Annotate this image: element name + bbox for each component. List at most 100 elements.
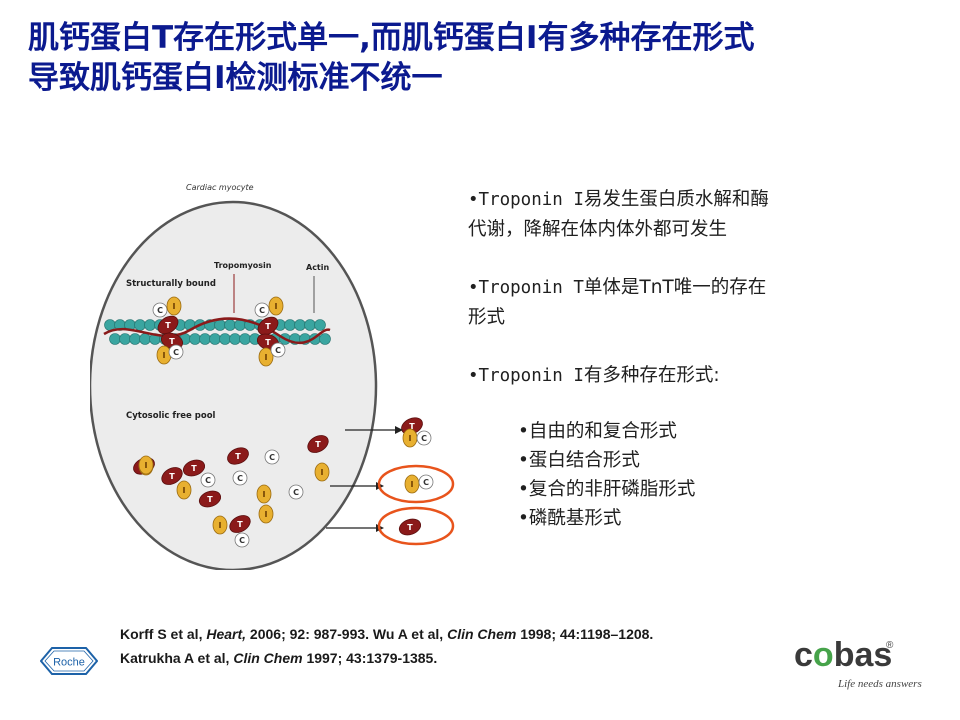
- reference-line-1: Korff S et al, Heart, 2006; 92: 987-993.…: [120, 626, 654, 642]
- troponin-c-subunit: [168, 344, 184, 360]
- svg-text:Roche: Roche: [53, 657, 85, 669]
- actin-bead: [314, 319, 326, 331]
- cell-label: Cardiac myocyte: [186, 183, 254, 192]
- troponin-c-subunit: [254, 302, 270, 318]
- troponin-t-subunit: [198, 490, 222, 508]
- slide-title-line-1: 肌钙蛋白T存在形式单一,而肌钙蛋白I有多种存在形式: [28, 20, 755, 56]
- svg-text:C: C: [259, 306, 265, 315]
- sub-bullet-phosphorylated: •磷酰基形式: [518, 508, 622, 529]
- actin-bead: [284, 319, 296, 331]
- actin-bead: [239, 333, 251, 345]
- actin-bead: [189, 333, 201, 345]
- svg-text:C: C: [205, 476, 211, 485]
- actin-bead: [294, 319, 306, 331]
- troponin-i-subunit: [314, 462, 330, 482]
- highlight-ring-t: [377, 506, 455, 546]
- svg-text:I: I: [411, 480, 414, 489]
- troponin-c-subunit: [264, 449, 280, 465]
- troponin-i-subunit: [268, 296, 284, 316]
- svg-text:T: T: [265, 338, 271, 347]
- troponin-t-subunit: [161, 467, 183, 485]
- cytosolic-pool-label: Cytosolic free pool: [126, 411, 216, 421]
- svg-text:C: C: [269, 453, 275, 462]
- troponin-i-subunit: [258, 347, 274, 367]
- bullet-continuation: 代谢，降解在体内体外都可发生: [468, 219, 728, 240]
- troponin-i-subunit: [212, 515, 228, 535]
- svg-text:T: T: [207, 495, 213, 504]
- svg-text:T: T: [409, 422, 415, 431]
- sub-bullet-free-and-complex: •自由的和复合形式: [518, 421, 677, 442]
- troponin-i-subunit: [256, 484, 272, 504]
- actin-bead: [129, 333, 141, 345]
- bullet-list: •Troponin I易发生蛋白质水解和酶 代谢，降解在体内体外都可发生 •Tr…: [468, 185, 908, 391]
- troponin-t-subunit: [182, 459, 206, 477]
- svg-text:T: T: [407, 523, 413, 532]
- svg-text:I: I: [409, 434, 412, 443]
- svg-text:I: I: [183, 486, 186, 495]
- troponin-t-subunit: [229, 515, 251, 533]
- troponin-c-subunit: [418, 474, 434, 490]
- svg-text:C: C: [157, 306, 163, 315]
- svg-text:I: I: [265, 510, 268, 519]
- slide-title-line-2: 导致肌钙蛋白I检测标准不统一: [28, 60, 443, 96]
- sub-bullet-list: •自由的和复合形式 •蛋白结合形式 •复合的非肝磷脂形式 •磷酰基形式: [518, 417, 695, 533]
- svg-text:T: T: [265, 322, 271, 331]
- svg-text:C: C: [423, 478, 429, 487]
- cobas-logo: cobas ®: [794, 636, 894, 674]
- actin-bead: [119, 333, 131, 345]
- actin-bead: [209, 333, 221, 345]
- actin-bead: [109, 333, 121, 345]
- svg-text:C: C: [293, 488, 299, 497]
- tropomyosin-label: Tropomyosin: [214, 261, 272, 270]
- svg-text:T: T: [237, 520, 243, 529]
- svg-text:T: T: [191, 464, 197, 473]
- troponin-c-subunit: [288, 484, 304, 500]
- troponin-t-subunit: [398, 518, 422, 536]
- actin-bead: [319, 333, 331, 345]
- actin-bead: [199, 333, 211, 345]
- actin-bead: [224, 319, 236, 331]
- svg-text:T: T: [315, 440, 321, 449]
- troponin-t-subunit: [307, 435, 329, 453]
- troponin-i-subunit: [176, 480, 192, 500]
- svg-text:C: C: [237, 474, 243, 483]
- actin-bead: [139, 333, 151, 345]
- svg-text:T: T: [169, 472, 175, 481]
- reference-line-2: Katrukha A et al, Clin Chem 1997; 43:137…: [120, 650, 438, 666]
- references: Korff S et al, Heart, 2006; 92: 987-993.…: [120, 622, 653, 670]
- actin-bead: [144, 319, 156, 331]
- actin-bead: [134, 319, 146, 331]
- troponin-c-subunit: [200, 472, 216, 488]
- troponin-c-subunit: [234, 532, 250, 548]
- troponin-diagram: Cardiac myocyte Structurally bound Tropo…: [90, 183, 455, 570]
- svg-text:C: C: [173, 348, 179, 357]
- svg-text:I: I: [265, 353, 268, 362]
- troponin-c-subunit: [270, 342, 286, 358]
- svg-text:T: T: [165, 321, 171, 330]
- troponin-t-subunit: [227, 447, 249, 465]
- troponin-t-subunit: [257, 316, 279, 336]
- troponin-i-subunit: [166, 296, 182, 316]
- svg-text:T: T: [169, 337, 175, 346]
- bullet-troponin-i-degradation: •Troponin I易发生蛋白质水解和酶: [468, 189, 769, 210]
- svg-text:I: I: [263, 490, 266, 499]
- troponin-i-subunit: [258, 504, 274, 524]
- troponin-c-subunit: [152, 302, 168, 318]
- bullet-troponin-t-single-form: •Troponin T单体是TnT唯一的存在: [468, 277, 767, 298]
- bullet-troponin-i-multiple-forms: •Troponin I有多种存在形式:: [468, 365, 720, 386]
- actin-bead: [219, 333, 231, 345]
- svg-text:I: I: [219, 521, 222, 530]
- tropomyosin-strand: [103, 317, 331, 345]
- actin-bead: [229, 333, 241, 345]
- svg-text:I: I: [163, 351, 166, 360]
- troponin-i-subunit: [138, 455, 154, 475]
- sub-bullet-protein-bound: •蛋白结合形式: [518, 450, 640, 471]
- svg-text:T: T: [235, 452, 241, 461]
- troponin-t-subunit: [157, 315, 179, 335]
- svg-text:C: C: [421, 434, 427, 443]
- svg-text:I: I: [173, 302, 176, 311]
- svg-text:I: I: [145, 461, 148, 470]
- svg-text:C: C: [239, 536, 245, 545]
- svg-text:I: I: [321, 468, 324, 477]
- highlight-ring-itc: [377, 464, 455, 504]
